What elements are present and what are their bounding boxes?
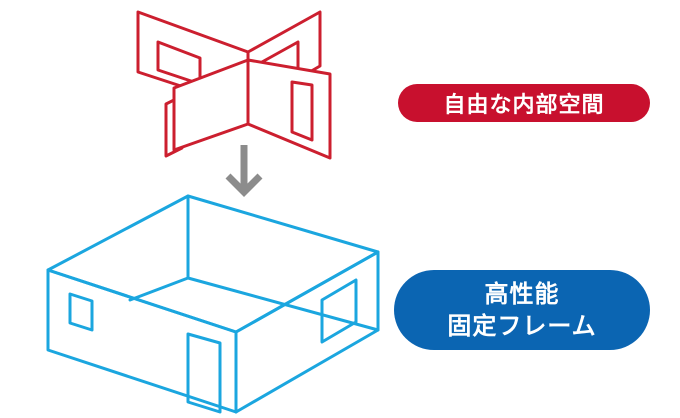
- fixed-frame-line2: 固定フレーム: [447, 312, 597, 340]
- frame-top-rim: [46, 194, 380, 334]
- partition-front-right: [246, 58, 332, 160]
- frame-window-left: [68, 292, 94, 332]
- free-interior-space-label: 自由な内部空間: [398, 84, 650, 122]
- free-interior-space-text: 自由な内部空間: [443, 93, 605, 118]
- frame-front-right-face: [234, 250, 380, 414]
- frame-window-right: [320, 278, 358, 344]
- box-frame-icon: [46, 194, 380, 414]
- fixed-frame-line1: 高性能: [484, 280, 560, 308]
- partition-front-right-door: [290, 80, 314, 142]
- down-arrow-icon: [225, 145, 263, 197]
- partition-walls-icon: [136, 10, 332, 160]
- frame-floor-inner: [128, 276, 380, 332]
- arrow-head: [225, 173, 263, 197]
- frame-door: [186, 332, 222, 414]
- fixed-frame-label: 高性能 固定フレーム: [394, 270, 650, 350]
